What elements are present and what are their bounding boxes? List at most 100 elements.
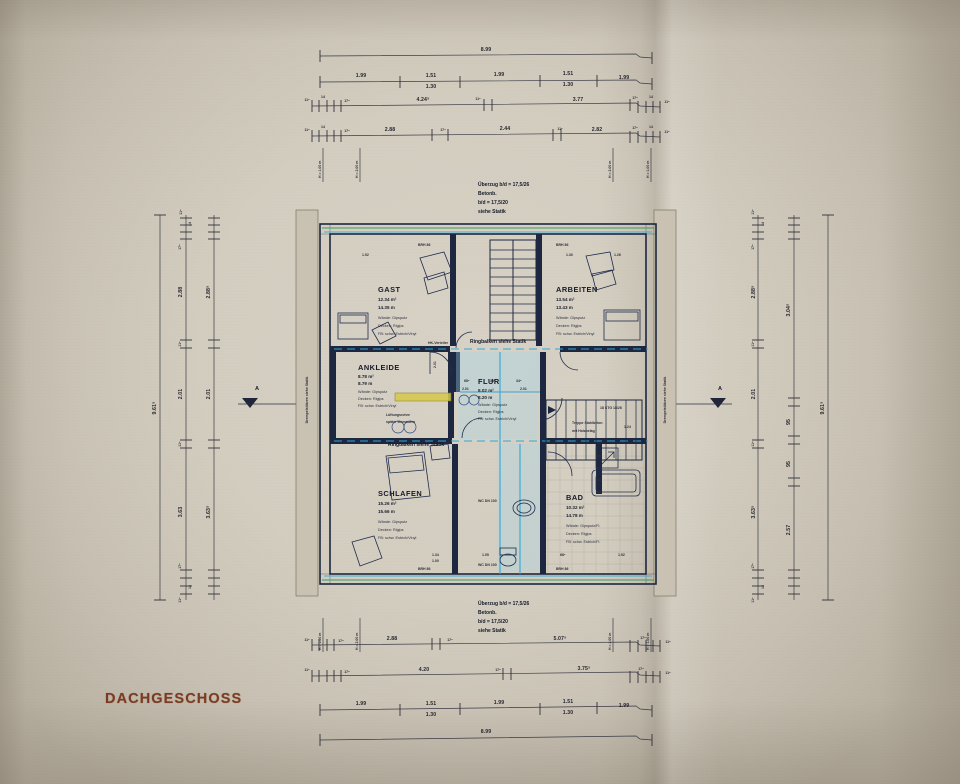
dim-right-inner-2: 3.63⁵ <box>751 505 757 518</box>
dim-bot-inner-3: 17⁵ <box>447 638 453 642</box>
dim-right-mark-5: 17⁵ <box>751 563 755 569</box>
dim-top-r3-3: 2.88 <box>385 127 396 133</box>
dim-top-r3-10: 11⁵ <box>664 130 670 134</box>
dim-left-mark-0: 11⁵ <box>179 209 183 215</box>
dim-top-r3-1: 14 <box>321 125 325 129</box>
room-arbeiten-spec2: FB: schw. Estrich/Vinyl <box>556 332 594 336</box>
dim-left-mark-3: 11⁵ <box>178 341 182 347</box>
top-dimension-chains: 8.99 1.99 1.51 1.30 1.99 1.51 1.30 1.99 <box>304 47 670 182</box>
dim-bot-mid-0: 11⁵ <box>304 668 310 672</box>
brh-label-2: BRH 86 <box>418 567 431 571</box>
overzug-note-top: Überzug b/d = 17,5/26 Betonb. b/d = 17,5… <box>478 181 529 215</box>
left-dimension-chains: 9.61⁵ 11⁵ 14 17⁵ 2.88 11⁵ 2.01 11⁵ 3.63 … <box>152 209 220 603</box>
dim-right-mark-1: 14 <box>761 222 765 226</box>
bottom-dimension-chains: H = 1.00 m H = 2.00 m H = 2.00 m H = 1.0… <box>304 618 671 746</box>
height-label-2: H = 2.00 m <box>608 161 612 178</box>
room-gast-area: 12.34 m² <box>378 297 397 302</box>
dim-right-mark-0: 11⁵ <box>751 209 755 215</box>
dim-top-r2-6: 17⁵ <box>632 96 638 100</box>
dim-interior-15: 1.52 <box>618 553 625 557</box>
dim-top-r2-3: 4.24⁵ <box>416 97 429 103</box>
dim-interior-6: 2.01 <box>449 367 453 374</box>
room-gast-name: GAST <box>378 285 401 294</box>
section-label-right: A <box>718 386 722 392</box>
room-flur-spec1: Decken: Rigips <box>478 410 504 414</box>
drempel-right-label: Drempelstützen siehe Statik <box>663 377 667 424</box>
dim-right-mark-3: 11⁵ <box>751 341 755 347</box>
dim-bot-out-4: 1.99 <box>619 703 630 709</box>
dim-right-inner-0: 2.88⁵ <box>751 285 757 298</box>
dim-left-inner-1: 2.01 <box>206 389 212 400</box>
dim-interior-4: 2.01 <box>520 387 527 391</box>
room-gast-spec2: FB: schw. Estrich/Vinyl <box>378 332 416 336</box>
dim-left-outer-0: 2.88 <box>178 287 184 298</box>
drempel-strip-left: Drempelstützen siehe Statik <box>295 209 319 597</box>
room-bad-spec2: FB: schw. Estrich/Fl. <box>566 540 600 544</box>
room-flur-area: 8.02 m² <box>478 388 494 393</box>
dim-bot-out-1: 1.51 <box>426 701 437 707</box>
room-bad-spec0: Wände: Gipsputz/Fl. <box>566 524 600 528</box>
dim-bot-inner-0: 11⁵ <box>304 638 310 642</box>
dim-interior-0: 1.52 <box>362 253 369 257</box>
dim-top-r1-4: 1.99 <box>619 75 630 81</box>
dim-left-outer-1: 2.01 <box>178 389 184 400</box>
dim-right-mark-4: 11⁵ <box>751 441 755 447</box>
hk-verteiler-label: HK-Verteiler <box>428 341 449 345</box>
room-arbeiten: ARBEITEN 13.54 m² 13.43 m Wände: Gipsput… <box>556 251 641 341</box>
room-arbeiten-name: ARBEITEN <box>556 285 598 294</box>
dim-bot-mid-4: 3.75⁵ <box>577 666 590 672</box>
dim-interior-5: 2.01 <box>433 361 437 368</box>
room-flur-spec0: Wände: Gipsputz <box>478 403 507 407</box>
dim-bot-mid-5: 17⁵ <box>638 667 644 671</box>
height-label-0: H = 1.00 m <box>318 161 322 178</box>
overzug-note-bottom: Überzug b/d = 17,5/26 Betonb. b/d = 17,5… <box>478 600 529 634</box>
lueftungsrohre-line0: Lüftungsrohre <box>386 413 410 417</box>
dim-right-total: 9.61⁵ <box>820 401 826 414</box>
room-ankleide-spec2: FB: schw. Estrich/Vinyl <box>358 404 396 408</box>
dim-top-r3-5: 2.44 <box>500 126 511 132</box>
dim-left-inner-0: 2.88⁵ <box>206 285 212 298</box>
section-marker-left: A <box>238 386 300 408</box>
overzug-top-line2: b/d = 17,5/20 <box>478 200 508 206</box>
room-ankleide-spec1: Decken: Rigips <box>358 397 384 401</box>
room-bad-perimeter: 14.78 m <box>566 513 583 518</box>
wc-label-1: WC DN 100 <box>478 563 497 567</box>
dim-right-outer-0: 3.04⁵ <box>786 303 792 316</box>
dim-bot-inner-6: 11⁵ <box>665 640 671 644</box>
dim-interior-3: 2.01 <box>462 387 469 391</box>
building-shell <box>319 223 657 585</box>
section-marker-right: A <box>672 386 732 408</box>
height-callouts-top: H = 1.00 m H = 2.00 m H = 2.00 m H = 1.0… <box>318 148 652 182</box>
overzug-bot-line1: Betonb. <box>478 610 497 616</box>
dim-right-mark-7: 11⁵ <box>751 597 755 603</box>
dim-bot-inner-2: 2.88 <box>387 636 398 642</box>
dim-left-total: 9.61⁵ <box>152 401 158 414</box>
room-arbeiten-spec0: Wände: Gipsputz <box>556 316 585 320</box>
room-schlafen-perimeter: 15.66 m <box>378 509 395 514</box>
dim-left-mark-2: 17⁵ <box>178 244 182 250</box>
lueftungsrohre-line1: später einmauern <box>386 420 415 424</box>
ringbalken-top-label: Ringbalken siehe Statik <box>470 339 526 345</box>
dim-interior-12: 1.34 <box>432 553 439 557</box>
dim-left-outer-2: 3.63 <box>178 507 184 518</box>
dim-bot-total: 8.99 <box>481 729 492 735</box>
room-ankleide: ANKLEIDE 8.78 m² 8.79 m Wände: Gipsputz … <box>358 363 399 408</box>
room-gast-spec0: Wände: Gipsputz <box>378 316 407 320</box>
dim-interior-1: 1.26 <box>614 253 621 257</box>
plan-annotations: Ringbalken siehe Statik Ringbalken siehe… <box>362 243 631 571</box>
dim-left-inner-2: 3.63⁵ <box>206 505 212 518</box>
dim-bot-out-3-sub: 1.30 <box>563 710 574 716</box>
dim-bot-mid-2: 4.20 <box>419 667 430 673</box>
dim-left-mark-4: 11⁵ <box>178 441 182 447</box>
dim-bot-out-0: 1.99 <box>356 701 367 707</box>
dim-top-r2-1: 14 <box>321 95 325 99</box>
dim-bot-out-3: 1.51 <box>563 699 574 705</box>
brh-label-0: BRH 86 <box>418 243 431 247</box>
room-flur-spec2: FB: schw. Estrich/Vinyl <box>478 417 516 421</box>
dim-interior-13: 1.00 <box>432 559 439 563</box>
right-dimension-chains: 11⁵ 14 17⁵ 2.88⁵ 11⁵ 2.01 11⁵ 3.63⁵ 17⁵ … <box>751 209 834 603</box>
room-flur-perimeter: 8.20 m <box>478 395 492 400</box>
dim-top-r2-4: 11⁵ <box>475 97 481 101</box>
dim-left-mark-6: 14 <box>188 585 192 589</box>
